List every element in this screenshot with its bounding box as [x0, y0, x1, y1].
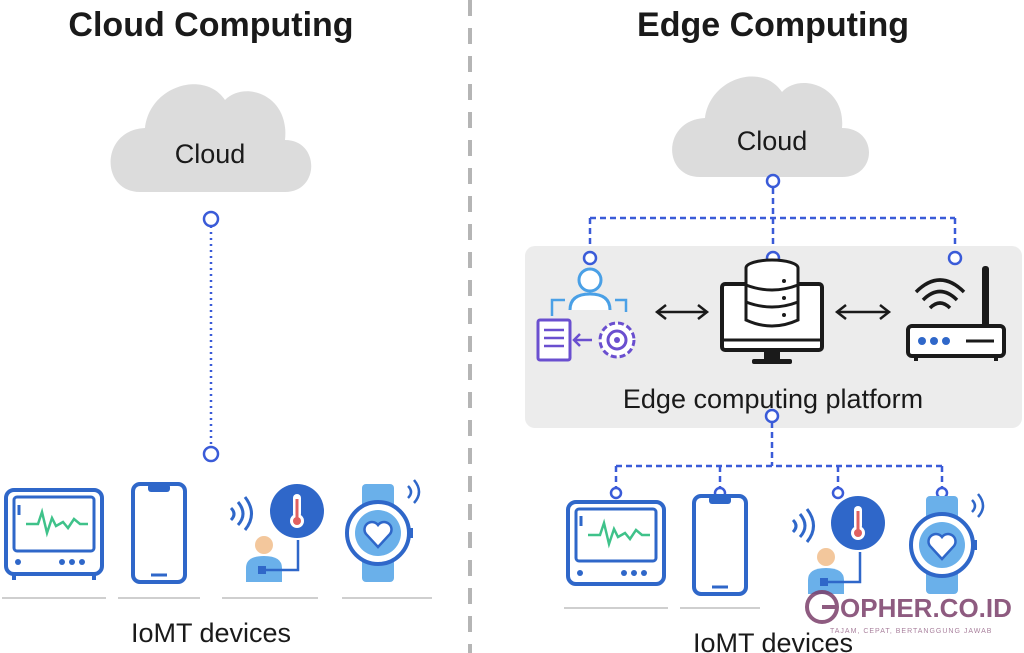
patient-monitor-icon [566, 500, 666, 586]
iomt-devices-label: IoMT devices [693, 628, 853, 653]
watermark-logo: OPHER.CO.ID TAJAM, CEPAT, BERTANGGUNG JA… [805, 590, 1012, 635]
patient-thermometer-icon [229, 484, 324, 582]
cloud-icon [672, 76, 869, 177]
bidirectional-arrow [834, 304, 892, 320]
smartphone-icon [131, 482, 187, 584]
cloud-device-connector [202, 210, 220, 463]
cloud-icon [110, 84, 312, 192]
watermark-tagline: TAJAM, CEPAT, BERTANGGUNG JAWAB [830, 628, 992, 635]
admin-workflow-icon [536, 267, 636, 362]
edge-computing-title: Edge Computing [637, 6, 909, 44]
wifi-router-icon [906, 266, 1006, 361]
smartphone-icon [692, 494, 748, 596]
patient-thermometer-icon [791, 496, 885, 594]
smartwatch-icon [909, 493, 985, 594]
edge-server-icon [720, 258, 824, 364]
cloud-platform-connector [588, 173, 957, 252]
iomt-devices-label: IoMT devices [131, 618, 291, 648]
cloud-label: Cloud [175, 139, 246, 169]
watermark-brand: OPHER.CO.ID [840, 593, 1012, 623]
patient-monitor-icon [4, 488, 104, 580]
smartwatch-icon [345, 479, 421, 582]
bidirectional-arrow [654, 304, 710, 320]
cloud-computing-title: Cloud Computing [68, 6, 353, 44]
cloud-computing-panel: Cloud Computing Cloud [2, 6, 432, 648]
edge-computing-panel: Edge Computing Cloud [525, 6, 1022, 653]
cloud-label: Cloud [737, 126, 808, 156]
